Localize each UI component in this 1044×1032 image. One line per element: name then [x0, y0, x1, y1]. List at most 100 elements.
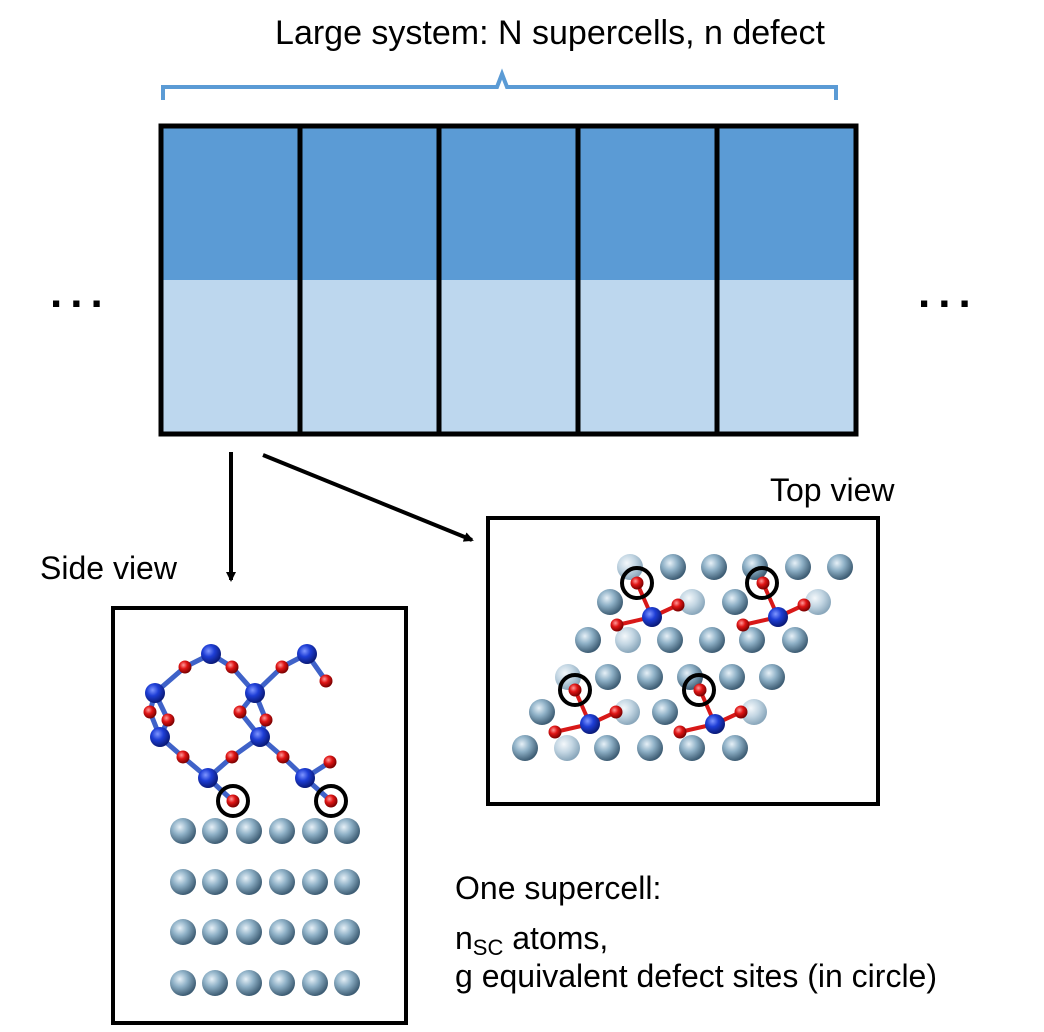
substrate-atom [722, 735, 748, 761]
substrate-atom [722, 589, 748, 615]
oxygen-atom [630, 576, 644, 590]
supercell-bottom-layer [300, 280, 439, 434]
supercell-bottom-layer [717, 280, 856, 434]
substrate-atom [660, 554, 686, 580]
substrate-atom [701, 554, 727, 580]
supercell-bottom-layer [578, 280, 717, 434]
substrate-atom [302, 818, 328, 844]
oxygen-atom [568, 683, 582, 697]
substrate-atom [236, 919, 262, 945]
top-view-label: Top view [770, 472, 895, 508]
supercell-heading: One supercell: [455, 870, 662, 906]
framework-atom [642, 607, 662, 627]
supercell-top-layer [439, 126, 578, 280]
defect-site-circles [216, 566, 779, 818]
defect-site-circle [682, 673, 716, 707]
substrate-atom [741, 699, 767, 725]
oxygen-atom [225, 660, 239, 674]
substrate-atom [170, 970, 196, 996]
substrate-atom [269, 970, 295, 996]
substrate-atom [595, 664, 621, 690]
oxygen-atom [226, 794, 240, 808]
substrate-atom [782, 627, 808, 653]
oxygen-atom [671, 598, 685, 612]
oxygen-atom [319, 674, 333, 688]
substrate-atom [202, 818, 228, 844]
arrow-to-top-view [262, 453, 474, 542]
supercell-bottom-layer [161, 280, 300, 434]
framework-atom [580, 714, 600, 734]
top-view-atoms [512, 554, 853, 761]
oxygen-atom [734, 705, 748, 719]
substrate-atom [334, 919, 360, 945]
substrate-atom [637, 664, 663, 690]
oxygen-atom [693, 683, 707, 697]
supercell-top-layer [578, 126, 717, 280]
defect-site-circle [558, 673, 592, 707]
atom-count-subscript: SC [472, 935, 504, 960]
oxygen-atom [797, 598, 811, 612]
substrate-atom [785, 554, 811, 580]
substrate-atom [202, 970, 228, 996]
substrate-atom [302, 919, 328, 945]
substrate-atom [202, 919, 228, 945]
framework-atom [768, 607, 788, 627]
atom-count-suffix: atoms, [503, 920, 609, 956]
supercell-outline [714, 123, 859, 437]
substrate-atom [236, 818, 262, 844]
oxygen-atom [259, 713, 273, 727]
supercell-top-layer [161, 126, 300, 280]
supercell-top-layer [300, 126, 439, 280]
substrate-atom [575, 627, 601, 653]
framework-atom [198, 768, 218, 788]
diagram-title: Large system: N supercells, n defect [275, 14, 825, 52]
supercell-row [158, 123, 859, 437]
substrate-atom [236, 869, 262, 895]
substrate-atom [554, 735, 580, 761]
defect-site-circle [216, 784, 250, 818]
defect-sites-description: g equivalent defect sites (in circle) [455, 958, 937, 994]
ellipsis-right: ... [918, 268, 979, 317]
framework-atom [295, 768, 315, 788]
substrate-atom [512, 735, 538, 761]
oxygen-atom [736, 618, 750, 632]
defect-site-circle [620, 566, 654, 600]
oxygen-atom [324, 794, 338, 808]
supercell-top-layer [717, 126, 856, 280]
defect-site-circle [314, 784, 348, 818]
substrate-atom [679, 735, 705, 761]
oxygen-atom [233, 705, 247, 719]
substrate-atom [302, 970, 328, 996]
substrate-atom [269, 869, 295, 895]
side-view-label: Side view [40, 550, 177, 586]
oxygen-atom [275, 660, 289, 674]
substrate-atom [615, 627, 641, 653]
substrate-atom [269, 818, 295, 844]
substrate-atom [657, 627, 683, 653]
substrate-atom [652, 699, 678, 725]
system-brace [161, 68, 838, 100]
atom-count-symbol: n [455, 920, 473, 956]
substrate-atom [269, 919, 295, 945]
substrate-atom [805, 589, 831, 615]
substrate-atom [170, 818, 196, 844]
substrate-atom [827, 554, 853, 580]
substrate-atom [597, 589, 623, 615]
substrate-atom [759, 664, 785, 690]
oxygen-atom [176, 750, 190, 764]
supercell-atom-count: nSC atoms, [455, 920, 609, 960]
framework-atom [145, 683, 165, 703]
substrate-atom [334, 818, 360, 844]
substrate-atom [334, 869, 360, 895]
oxygen-atom [178, 660, 192, 674]
oxygen-atom [143, 705, 157, 719]
oxygen-atom [323, 755, 337, 769]
ellipsis-left: ... [50, 268, 111, 317]
framework-atom [245, 683, 265, 703]
oxygen-atom [673, 725, 687, 739]
oxygen-atom [161, 713, 175, 727]
framework-atom [250, 727, 270, 747]
oxygen-atom [225, 750, 239, 764]
substrate-atom [170, 869, 196, 895]
substrate-atom [594, 735, 620, 761]
